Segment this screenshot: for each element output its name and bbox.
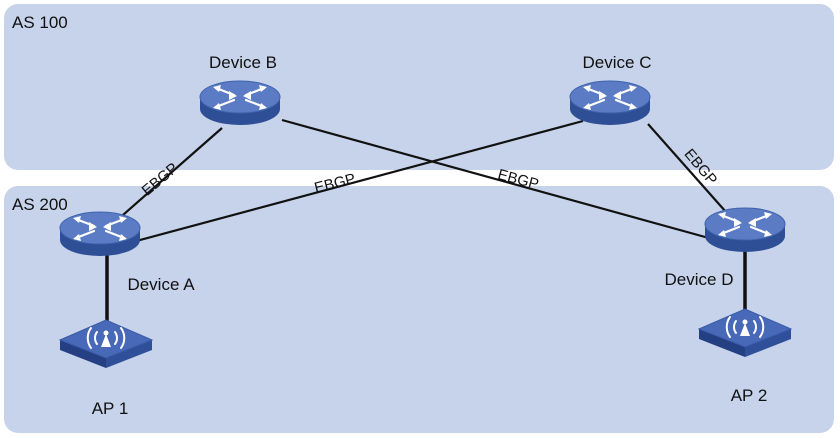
link-b-d	[281, 118, 717, 242]
device-b-label: Device B	[209, 53, 277, 72]
device-d-router-icon	[703, 206, 787, 254]
device-a-label: Device A	[127, 275, 195, 294]
ap2-label: AP 2	[731, 386, 768, 405]
device-d-label: Device D	[665, 270, 734, 289]
zone-as100-label: AS 100	[12, 13, 68, 32]
link-a-c	[124, 119, 584, 246]
zone-as200-label: AS 200	[12, 195, 68, 214]
zone-as200	[4, 186, 834, 433]
link-c-d	[647, 123, 727, 213]
device-a-router-icon	[58, 210, 142, 258]
device-b-router-icon	[198, 79, 282, 127]
device-c-router-icon	[568, 79, 652, 127]
ap1-label: AP 1	[92, 399, 129, 418]
zone-as100	[4, 4, 834, 170]
link-a-b	[114, 127, 223, 223]
device-c-label: Device C	[583, 53, 652, 72]
